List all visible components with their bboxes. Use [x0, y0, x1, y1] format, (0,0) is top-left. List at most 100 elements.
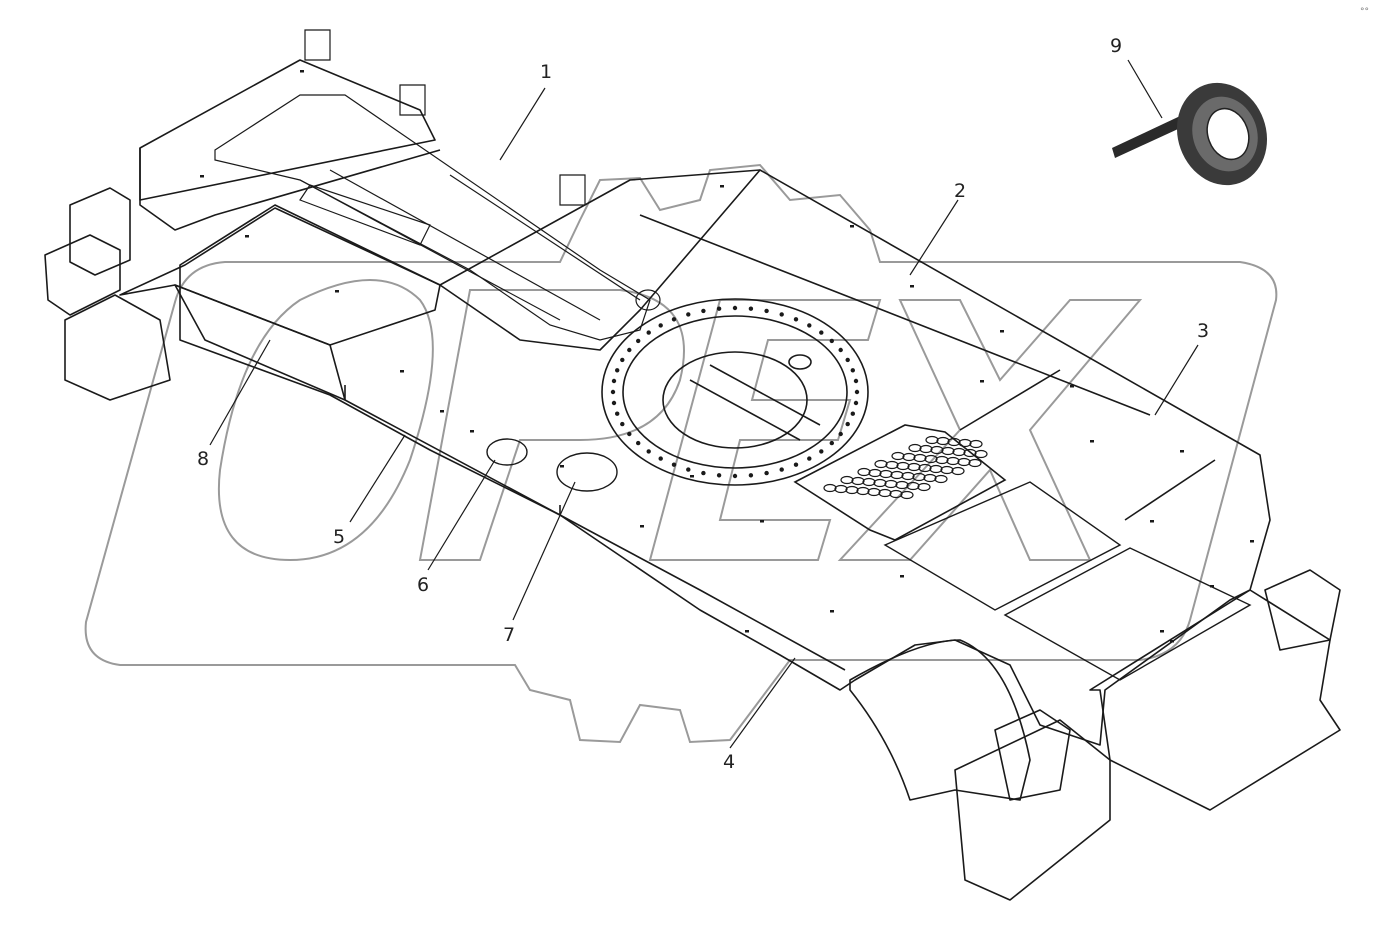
ring-bolt-hole: [829, 440, 834, 446]
perforation-hole: [923, 473, 937, 483]
center-top-plate: [179, 169, 1271, 746]
callout-5: 5: [333, 526, 345, 548]
tape-roll-core: [1206, 107, 1250, 161]
perforation-hole: [874, 459, 888, 469]
callout-9: 9: [1110, 35, 1122, 57]
ring-inner-beam: [689, 364, 821, 441]
perforation-hole: [857, 467, 871, 477]
ring-bolt-hole: [838, 347, 843, 353]
fastener-dot: [335, 290, 339, 293]
fastener-dot: [1180, 450, 1184, 453]
watermark-letter-x: [837, 299, 1143, 561]
perforation-hole: [969, 439, 983, 449]
perforation-hole: [934, 474, 948, 484]
perforation-hole: [952, 447, 966, 457]
ring-bolt-hole: [646, 330, 651, 335]
ring-bolt-hole: [611, 400, 617, 406]
perforation-hole: [901, 471, 915, 481]
perforation-hole: [896, 461, 910, 471]
ring-bolt-hole: [658, 323, 663, 328]
perforation-hole: [940, 465, 954, 475]
left-cross-beam: [139, 59, 436, 201]
fastener-dot: [560, 465, 564, 468]
upper-ridge: [439, 169, 761, 286]
ring-bolt-hole: [620, 421, 625, 427]
perforation-hole: [895, 480, 909, 490]
top-slot: [214, 94, 651, 341]
perforation-hole: [957, 457, 971, 467]
ring-bolt-hole: [646, 449, 651, 454]
ring-bolt-hole: [701, 308, 706, 314]
perforation-hole: [873, 478, 887, 488]
perforation-hole: [908, 443, 922, 453]
fastener-dot: [1250, 540, 1254, 543]
fastener-dot: [200, 175, 204, 178]
fastener-dot: [400, 370, 404, 373]
perforation-hole: [968, 458, 982, 468]
perforation-hole: [907, 462, 921, 472]
fastener-dot: [470, 430, 474, 433]
callout-1: 1: [540, 61, 552, 83]
ring-bolt-holes: [610, 305, 860, 479]
rubber-tape-roll: [1112, 82, 1268, 186]
ring-bolt-hole: [627, 431, 632, 437]
ring-bolt-hole: [829, 338, 834, 344]
plate-seam-3: [959, 369, 1061, 431]
left-fender-lower: [174, 284, 346, 401]
corner-mark: °°: [1360, 7, 1369, 17]
cover-plate-b: [1003, 547, 1252, 681]
slewing-ring: [601, 298, 869, 486]
leader-8: [209, 339, 271, 446]
ring-bolt-hole: [807, 323, 812, 328]
ring-inner: [622, 315, 848, 469]
watermark-letter-e: [648, 299, 882, 561]
ring-bolt-hole: [701, 470, 706, 476]
fastener-dot: [910, 285, 914, 288]
frame-body: [44, 59, 1341, 901]
ring-bolt-hole: [716, 306, 722, 311]
perforation-hole: [884, 479, 898, 489]
watermark-letter-p: [418, 289, 685, 561]
fastener-dot: [640, 525, 644, 528]
perforation-hole: [823, 483, 837, 493]
callout-6: 6: [417, 574, 429, 596]
pipe-end: [635, 289, 661, 311]
perforation-hole: [925, 435, 939, 445]
ring-bolt-hole: [627, 347, 632, 353]
ring-bolt-hole: [748, 306, 754, 311]
leader-lines: [209, 59, 1199, 749]
ring-bolt-hole: [615, 411, 620, 416]
left-upright: [69, 187, 131, 276]
perforation-hole: [834, 484, 848, 494]
perforation-hole: [929, 464, 943, 474]
perforation-hole: [924, 454, 938, 464]
ring-bolt-hole: [620, 357, 625, 363]
perforation-hole: [851, 476, 865, 486]
left-bracket: [44, 234, 121, 316]
perforation-hole: [912, 472, 926, 482]
leader-4: [729, 657, 796, 749]
perforated-plate: [793, 424, 1007, 541]
perforated-plate-outline: [793, 424, 1007, 541]
perforation-hole: [913, 453, 927, 463]
cross-member: [299, 184, 431, 246]
perforation-hole: [900, 490, 914, 500]
round-cover-large: [556, 452, 618, 492]
cover-plates: [486, 438, 1252, 681]
ring-bolt-hole: [807, 456, 812, 461]
ring-bolt-hole: [819, 449, 824, 454]
fastener-dot: [1150, 520, 1154, 523]
ring-bolt-hole: [615, 368, 620, 373]
ring-bolt-hole: [686, 312, 691, 317]
leader-2: [909, 199, 959, 276]
ring-bolt-hole: [732, 305, 738, 311]
perforation-hole: [947, 437, 961, 447]
fastener-dot: [1000, 330, 1004, 333]
perforation-hole: [885, 460, 899, 470]
bracket-top-2: [559, 174, 586, 206]
perforation-hole: [862, 477, 876, 487]
ring-bolt-hole: [845, 357, 850, 363]
ring-bolt-hole: [779, 312, 784, 317]
ring-bolt-hole: [838, 431, 843, 437]
